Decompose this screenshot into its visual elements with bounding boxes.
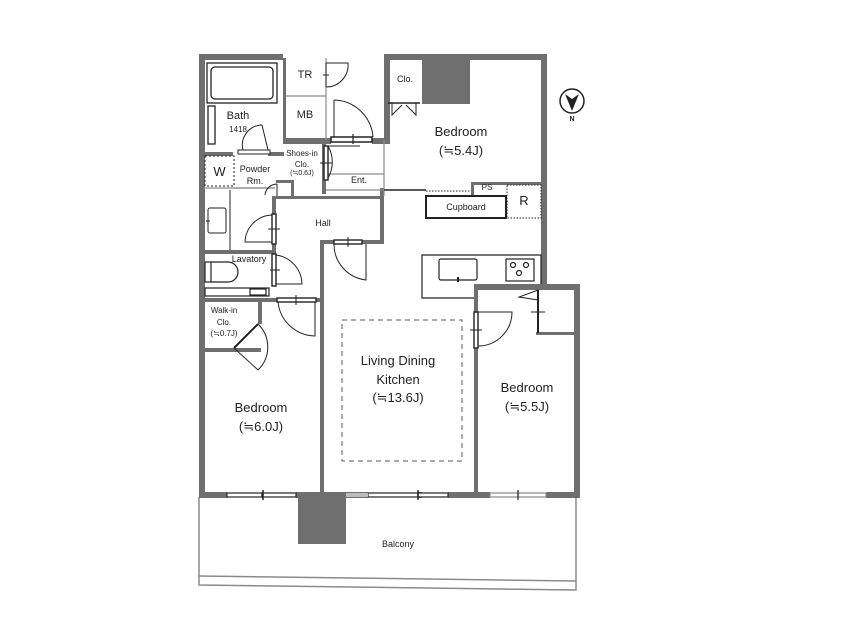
walk-in-closet-door — [233, 323, 269, 371]
entrance-door — [330, 99, 374, 144]
bathtub — [206, 62, 278, 145]
room-label-balcony: Balcony — [381, 539, 415, 549]
compass-label: N — [569, 116, 575, 123]
room-label-powder: Powder — [239, 164, 271, 174]
room-size-bedroom-east: (≒5.5J) — [504, 399, 550, 414]
room-label-tr: TR — [297, 69, 313, 81]
room-label-bath: Bath — [226, 110, 250, 122]
ldk-dashed-area — [341, 319, 463, 462]
bath-door — [237, 124, 271, 155]
powder-sink — [206, 190, 231, 250]
room-label-bedroom-west: Bedroom — [234, 400, 288, 415]
room-label-refrigerator: R — [519, 193, 529, 208]
washer-outline — [204, 155, 235, 187]
room-label-bedroom-north: Bedroom — [434, 124, 488, 139]
room-size-bedroom-north: (≒5.4J) — [438, 143, 484, 158]
room-size-walk-in-closet: (≒0.7J) — [210, 329, 238, 338]
room-label-mb: MB — [296, 109, 314, 121]
balcony-outline — [198, 497, 577, 591]
toilet — [204, 261, 270, 297]
lavatory-door — [270, 253, 303, 287]
compass-icon — [559, 88, 585, 114]
window-gray-strip — [346, 493, 368, 497]
kitchen-counter — [421, 254, 542, 299]
room-label-ldk: Living Dining — [360, 353, 436, 368]
room-label-lavatory: Lavatory — [231, 254, 267, 264]
bedroom-east-closet-door — [517, 289, 545, 333]
tr-door — [323, 62, 349, 88]
cupboard — [425, 184, 542, 219]
room-label-closet-top: Clo. — [396, 74, 413, 84]
closet-top-doors — [388, 102, 420, 117]
bedroom-west-door — [276, 295, 317, 337]
room-label-bedroom-east: Bedroom — [500, 380, 554, 395]
room-label-ldk-2: Kitchen — [376, 372, 420, 387]
column-north — [422, 58, 470, 104]
windows — [226, 490, 547, 500]
room-label-walk-in-closet: Walk-in — [210, 306, 238, 315]
powder-room-door — [264, 183, 278, 196]
room-label-powder-2: Rm. — [246, 176, 264, 186]
room-label-shoes-closet: Shoes-in — [286, 149, 318, 158]
room-size-shoes-closet: (≒0.6J) — [290, 170, 314, 177]
hall-ldk-door — [333, 237, 367, 281]
room-label-shoes-closet-2: Clo. — [294, 160, 310, 169]
room-size-bedroom-west: (≒6.0J) — [238, 419, 284, 434]
room-size-ldk: (≒13.6J) — [372, 390, 424, 405]
bedroom-east-door — [470, 311, 513, 349]
shoes-closet-door — [320, 145, 360, 181]
room-label-entrance: Ent. — [350, 175, 367, 185]
room-size-bath: 1418 — [229, 125, 247, 134]
room-label-walk-in-closet-2: Clo. — [216, 318, 232, 327]
room-label-cupboard: Cupboard — [446, 202, 486, 212]
room-label-ps: PS — [481, 183, 493, 192]
powder-hall-door — [244, 213, 280, 245]
column-south — [298, 492, 346, 544]
room-label-washer: W — [213, 164, 226, 179]
room-label-hall: Hall — [315, 218, 331, 228]
